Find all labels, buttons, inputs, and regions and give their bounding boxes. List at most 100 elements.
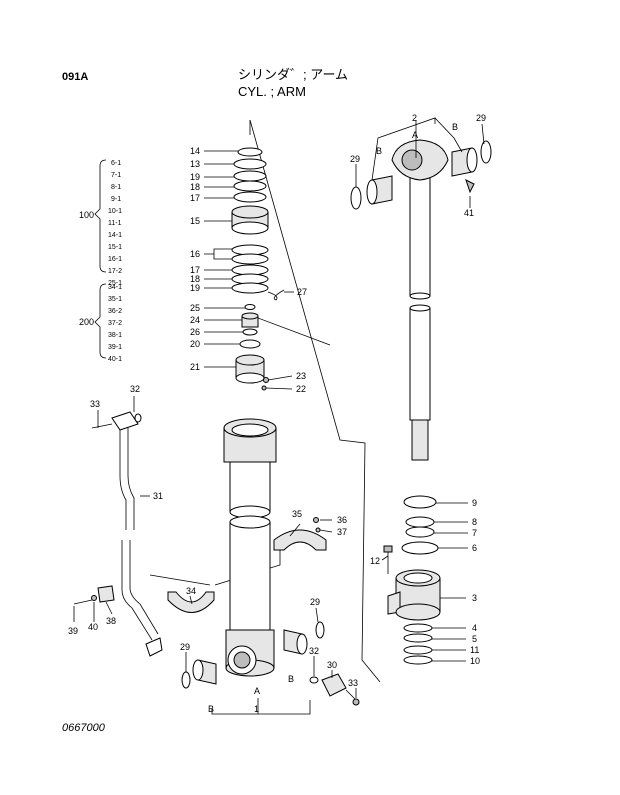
callout-label: 33 <box>90 399 100 409</box>
callout-label: 26 <box>190 327 200 337</box>
dust-seal-part <box>350 186 362 210</box>
callout-label: 37 <box>337 527 347 537</box>
callout-label: 39 <box>68 626 78 636</box>
kit-200-label: 200 <box>79 317 94 327</box>
callout-label: 15 <box>190 216 200 226</box>
ring-part <box>244 304 256 310</box>
callout-label: 36 <box>337 515 347 525</box>
callout-label: 16 <box>190 249 200 259</box>
callout-label: 19 <box>190 172 200 182</box>
ring-part <box>231 253 269 265</box>
kit-100-item: 6-1 <box>111 160 121 167</box>
kit-100-item: 17-2 <box>108 268 122 275</box>
washer-part <box>315 527 321 533</box>
packing-part <box>233 158 267 170</box>
bottom-bushings <box>181 621 360 715</box>
callout-label: 4 <box>472 623 477 633</box>
ring-part <box>233 191 267 203</box>
dust-seal-part <box>315 621 325 639</box>
ring-part <box>405 526 435 538</box>
title-english: CYL. ; ARM <box>238 84 306 99</box>
dust-seal-part <box>181 671 191 689</box>
clamps <box>167 517 327 613</box>
callout-label: B <box>208 704 214 714</box>
callout-label: 11 <box>470 645 479 655</box>
callout-label: 12 <box>370 556 380 566</box>
callout-label: 6 <box>472 543 477 553</box>
callout-label: 8 <box>472 517 477 527</box>
callout-label: 10 <box>470 656 480 666</box>
callout-label: 31 <box>153 491 163 501</box>
rod-head <box>383 495 441 665</box>
ring-part <box>233 180 267 192</box>
kit-100-item: 15-1 <box>108 244 122 251</box>
callout-label: 3 <box>472 593 477 603</box>
callout-label: 2 <box>412 113 417 123</box>
callout-label: 29 <box>180 642 190 652</box>
callout-label: 20 <box>190 339 200 349</box>
bolt-part <box>91 423 113 429</box>
callout-label: 32 <box>130 384 140 394</box>
callout-label: 17 <box>190 265 200 275</box>
ring-part <box>403 655 433 665</box>
ring-part <box>403 633 433 643</box>
kit-200-item: 40-1 <box>108 356 122 363</box>
kit-200-item: 39-1 <box>108 344 122 351</box>
callout-label: 30 <box>327 660 337 670</box>
cylinder-tube <box>223 418 277 677</box>
callout-label: B <box>452 122 458 132</box>
kit-100-item: 25-1 <box>108 280 122 287</box>
callout-label: 13 <box>190 159 200 169</box>
kit-100-label: 100 <box>79 210 94 220</box>
oring-part <box>134 413 142 423</box>
callout-label: 34 <box>186 586 196 596</box>
callout-label: 41 <box>464 208 474 218</box>
kit-200-item: 38-1 <box>108 332 122 339</box>
callout-label: 24 <box>190 315 200 325</box>
piston-rod <box>350 139 492 461</box>
ring-part <box>231 282 269 294</box>
callout-label: A <box>412 130 418 140</box>
callout-label: 23 <box>296 371 306 381</box>
clamp-part <box>273 529 327 551</box>
rod-thread <box>411 419 429 461</box>
kit-200-item: 36-2 <box>108 308 122 315</box>
washer-part <box>91 595 97 601</box>
ring-part <box>401 541 439 555</box>
seal-ring-part <box>237 147 263 157</box>
pipe-flange-part <box>111 411 139 431</box>
block-part <box>321 673 347 697</box>
snap-ring-part <box>267 289 285 301</box>
callout-label: A <box>254 686 260 696</box>
kit-200-item: 35-1 <box>108 296 122 303</box>
callout-label: 27 <box>297 287 307 297</box>
ball-part <box>261 385 267 391</box>
oring-part <box>309 676 319 684</box>
callout-label: 40 <box>88 622 98 632</box>
callout-label: B <box>288 674 294 684</box>
grease-nipple-part <box>465 179 475 194</box>
leader-lines <box>73 117 485 698</box>
kit-100-group: 100 6-1 7-1 8-1 9-1 10-1 11-1 14-1 15-1 … <box>79 159 122 287</box>
title-japanese: シリンダ゛; アーム <box>238 67 349 82</box>
ring-part <box>233 170 267 182</box>
callout-label: 14 <box>190 146 200 156</box>
callout-label: 29 <box>350 154 360 164</box>
drawing-number: 0667000 <box>62 722 105 734</box>
callout-label: 18 <box>190 274 200 284</box>
ring-part <box>403 495 437 509</box>
kit-100-item: 8-1 <box>111 184 121 191</box>
callout-label: 35 <box>292 509 302 519</box>
kit-100-item: 10-1 <box>108 208 122 215</box>
washer-part <box>242 328 258 336</box>
callout-label: 32 <box>309 646 319 656</box>
callout-label: 1 <box>254 704 259 714</box>
bolt-part <box>313 517 319 523</box>
callout-label: 33 <box>348 678 358 688</box>
kit-100-item: 9-1 <box>111 196 121 203</box>
callout-label: 7 <box>472 528 477 538</box>
ring-part <box>405 516 435 528</box>
ring-part <box>403 645 433 655</box>
callout-label: 25 <box>190 303 200 313</box>
